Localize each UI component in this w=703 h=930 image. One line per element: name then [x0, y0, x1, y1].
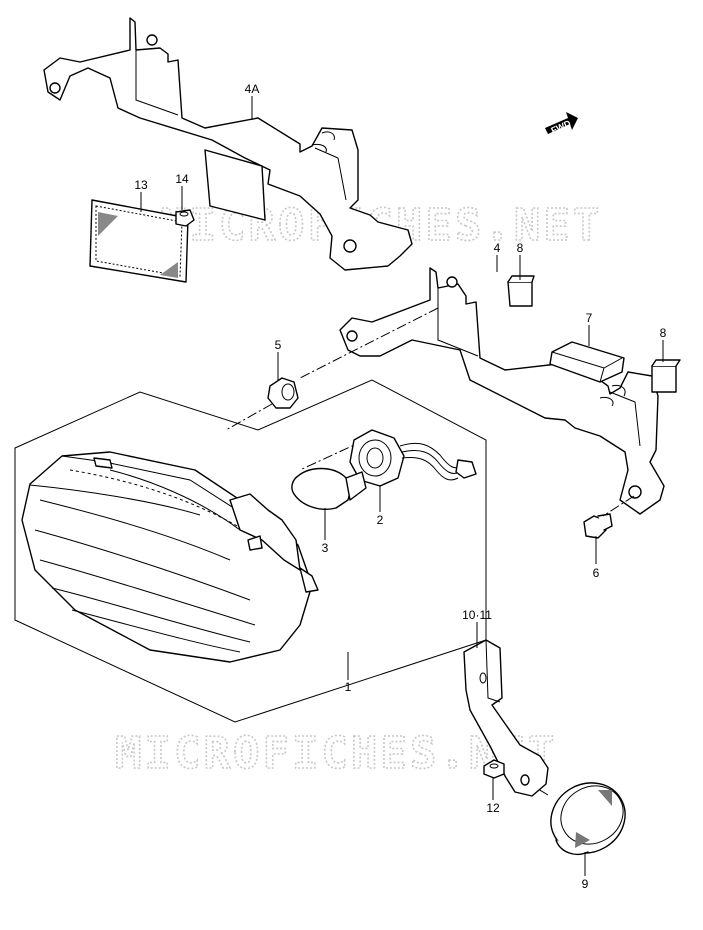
label-2: 2: [377, 513, 384, 527]
bracket-4: [339, 267, 665, 515]
label-4a: 4A: [245, 82, 260, 96]
label-1: 1: [345, 680, 352, 694]
bulb-3: [291, 467, 367, 510]
label-8-upper: 8: [517, 241, 524, 255]
label-6: 6: [593, 566, 600, 580]
assembly-outline: [14, 379, 487, 723]
part-labels: 4A 13 14 4 8 7 8 5 2 3 6 1 10·11 12 9: [134, 82, 666, 891]
nut-12: [483, 759, 505, 779]
tail-lamp-1: [21, 451, 319, 663]
label-14: 14: [175, 172, 189, 186]
bracket-4a: [43, 17, 413, 271]
label-5: 5: [275, 338, 282, 352]
label-9: 9: [582, 877, 589, 891]
fwd-arrow-icon: FWD: [545, 112, 578, 136]
cushion-8-right: [651, 359, 681, 393]
socket-2: [349, 429, 477, 487]
label-12: 12: [486, 801, 500, 815]
watermark-bottom: MICROFICHES.NET: [115, 728, 557, 779]
nut-14: [175, 209, 195, 227]
pad-7: [549, 341, 625, 383]
fwd-label: FWD: [549, 118, 572, 136]
bracket-10-11: [463, 639, 549, 797]
reflector-13: [89, 199, 189, 283]
cushion-8-upper: [507, 275, 535, 307]
label-3: 3: [322, 541, 329, 555]
alignment-lines: [225, 307, 635, 796]
label-4: 4: [494, 241, 501, 255]
leader-lines: [140, 96, 664, 876]
bolt-6: [583, 513, 613, 539]
label-13: 13: [134, 178, 148, 192]
label-7: 7: [586, 311, 593, 325]
round-reflector-9: [550, 782, 626, 856]
label-10-11: 10·11: [462, 608, 492, 622]
label-8-right: 8: [660, 326, 667, 340]
grommet-5: [267, 377, 299, 409]
